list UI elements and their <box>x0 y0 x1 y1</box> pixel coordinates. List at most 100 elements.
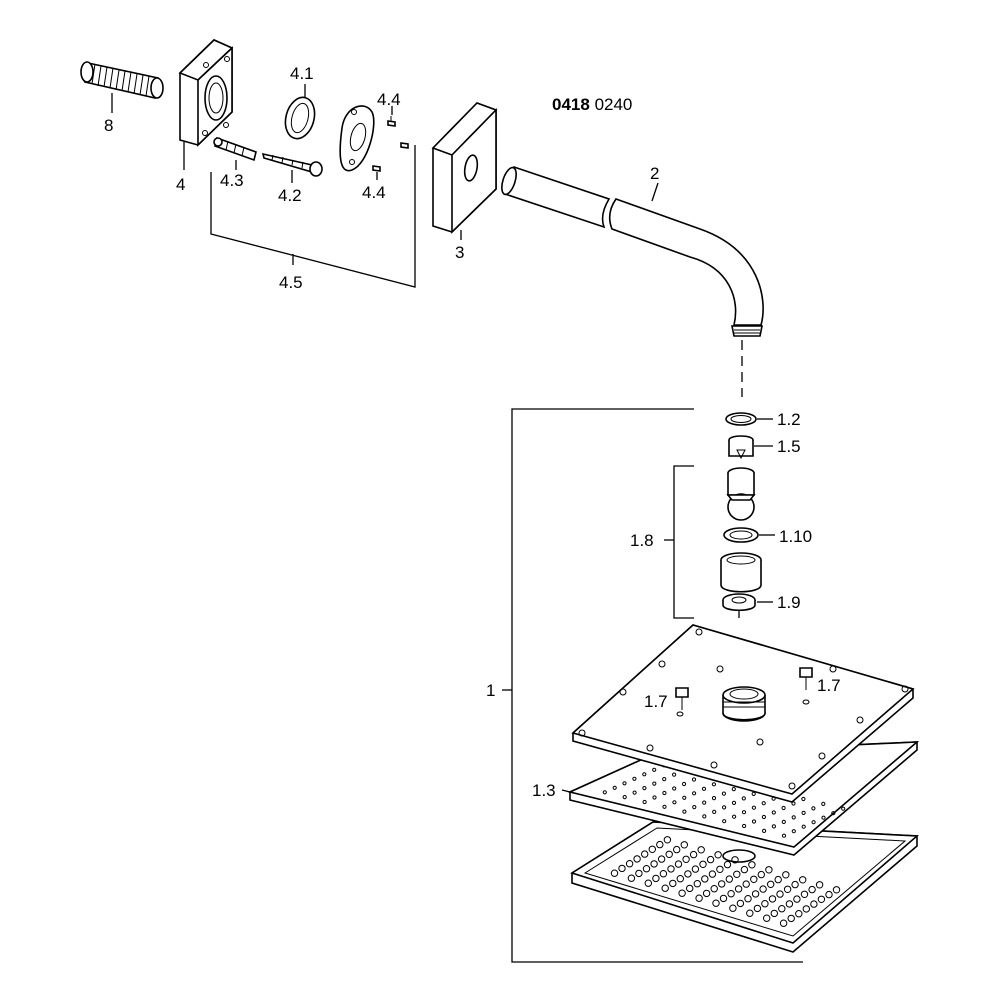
nozzle <box>748 861 756 869</box>
nozzle <box>689 850 698 859</box>
perforation-hole <box>642 772 647 777</box>
perforation-hole <box>741 810 747 815</box>
nozzle <box>729 904 737 912</box>
perforation-hole <box>791 815 796 820</box>
nozzle <box>742 880 750 888</box>
nozzle <box>625 860 634 868</box>
perforation-hole <box>642 799 647 805</box>
part-spray-face <box>570 821 920 953</box>
nozzle <box>800 890 809 898</box>
nozzle <box>795 910 803 918</box>
label-4-5: 4.5 <box>279 273 303 292</box>
part-4-1-gasket <box>284 84 316 140</box>
nozzle <box>682 855 690 863</box>
perforation-hole <box>801 810 806 816</box>
label-1-9: 1.9 <box>777 593 801 612</box>
perforation-hole <box>662 777 667 782</box>
nozzle <box>759 885 767 893</box>
nozzle <box>744 895 752 903</box>
nozzle <box>701 875 709 883</box>
perforation-hole <box>711 796 717 801</box>
part-1-9-connector <box>722 593 773 618</box>
nozzle <box>627 874 636 882</box>
nozzle <box>734 885 743 893</box>
part-3-cover-rosette <box>431 102 498 240</box>
perforation-hole <box>652 781 657 786</box>
perforation-hole <box>682 809 687 814</box>
nozzle <box>693 880 701 888</box>
part-4-2-screw <box>261 152 323 183</box>
perforation-hole <box>771 824 777 829</box>
nozzle <box>656 840 664 849</box>
nozzle <box>815 881 824 889</box>
nozzle <box>763 914 771 922</box>
part-2-shower-arm <box>501 165 764 397</box>
perforation-hole <box>751 805 757 810</box>
label-4-4-bottom: 4.4 <box>362 183 386 202</box>
perforation-hole <box>692 791 697 796</box>
label-3: 3 <box>455 243 464 262</box>
part-4-4-small-screws <box>372 106 409 180</box>
nozzle <box>783 885 792 893</box>
perforation-hole <box>662 804 667 809</box>
nozzle <box>714 851 722 859</box>
perforation-hole <box>632 790 637 795</box>
perforation-hole <box>672 786 677 791</box>
perforation-hole <box>742 823 747 829</box>
nozzle <box>712 899 720 907</box>
perforation-hole <box>751 791 756 797</box>
perforation-hole <box>711 782 717 787</box>
nozzle <box>691 865 700 873</box>
perforation-hole <box>791 801 796 806</box>
label-1-5: 1.5 <box>777 437 801 456</box>
perforation-hole <box>702 814 707 819</box>
nozzle <box>718 880 726 888</box>
nozzle <box>648 845 656 853</box>
part-1-8-ball-joint <box>664 465 756 619</box>
nozzle <box>657 855 666 863</box>
nozzle <box>610 869 619 877</box>
perforation-hole <box>821 801 826 807</box>
perforation-hole <box>602 790 607 795</box>
nozzle <box>768 895 777 903</box>
perforation-hole <box>701 786 707 791</box>
perforation-hole <box>801 796 806 802</box>
perforation-hole <box>612 785 617 790</box>
perforation-hole <box>642 786 647 791</box>
perforation-hole <box>831 811 836 816</box>
nozzle <box>799 876 807 884</box>
perforation-hole <box>692 805 697 810</box>
spray-nozzles <box>610 836 841 927</box>
nozzle <box>746 909 754 917</box>
perforation-hole <box>761 814 767 820</box>
part-1-5-flow-limiter <box>728 435 773 460</box>
perforation-hole <box>672 772 677 777</box>
nozzle <box>633 855 641 863</box>
perforation-hole <box>781 819 786 825</box>
perforation-hole <box>741 796 746 801</box>
perforation-hole <box>791 829 796 834</box>
nozzle <box>832 886 841 894</box>
nozzle <box>684 870 692 878</box>
nozzle <box>765 866 773 874</box>
part-main-body-plate <box>571 624 915 803</box>
nozzle <box>650 860 658 868</box>
label-4-3: 4.3 <box>220 171 244 190</box>
nozzle <box>708 870 717 878</box>
perforation-hole <box>691 777 697 782</box>
perforation-hole <box>712 809 717 815</box>
nozzle <box>678 889 686 897</box>
part-8-threaded-sleeve <box>80 61 164 113</box>
perforation-hole <box>622 795 627 800</box>
nozzle <box>719 894 728 903</box>
part-4-wall-flange <box>178 39 234 170</box>
label-1-3: 1.3 <box>532 781 556 800</box>
nozzle <box>753 904 762 913</box>
label-4-2: 4.2 <box>278 186 302 205</box>
part-mounting-plate <box>339 105 375 172</box>
nozzle <box>725 875 733 883</box>
perforation-hole <box>731 800 737 806</box>
nozzle <box>778 905 786 913</box>
perforation-hole <box>811 806 816 811</box>
